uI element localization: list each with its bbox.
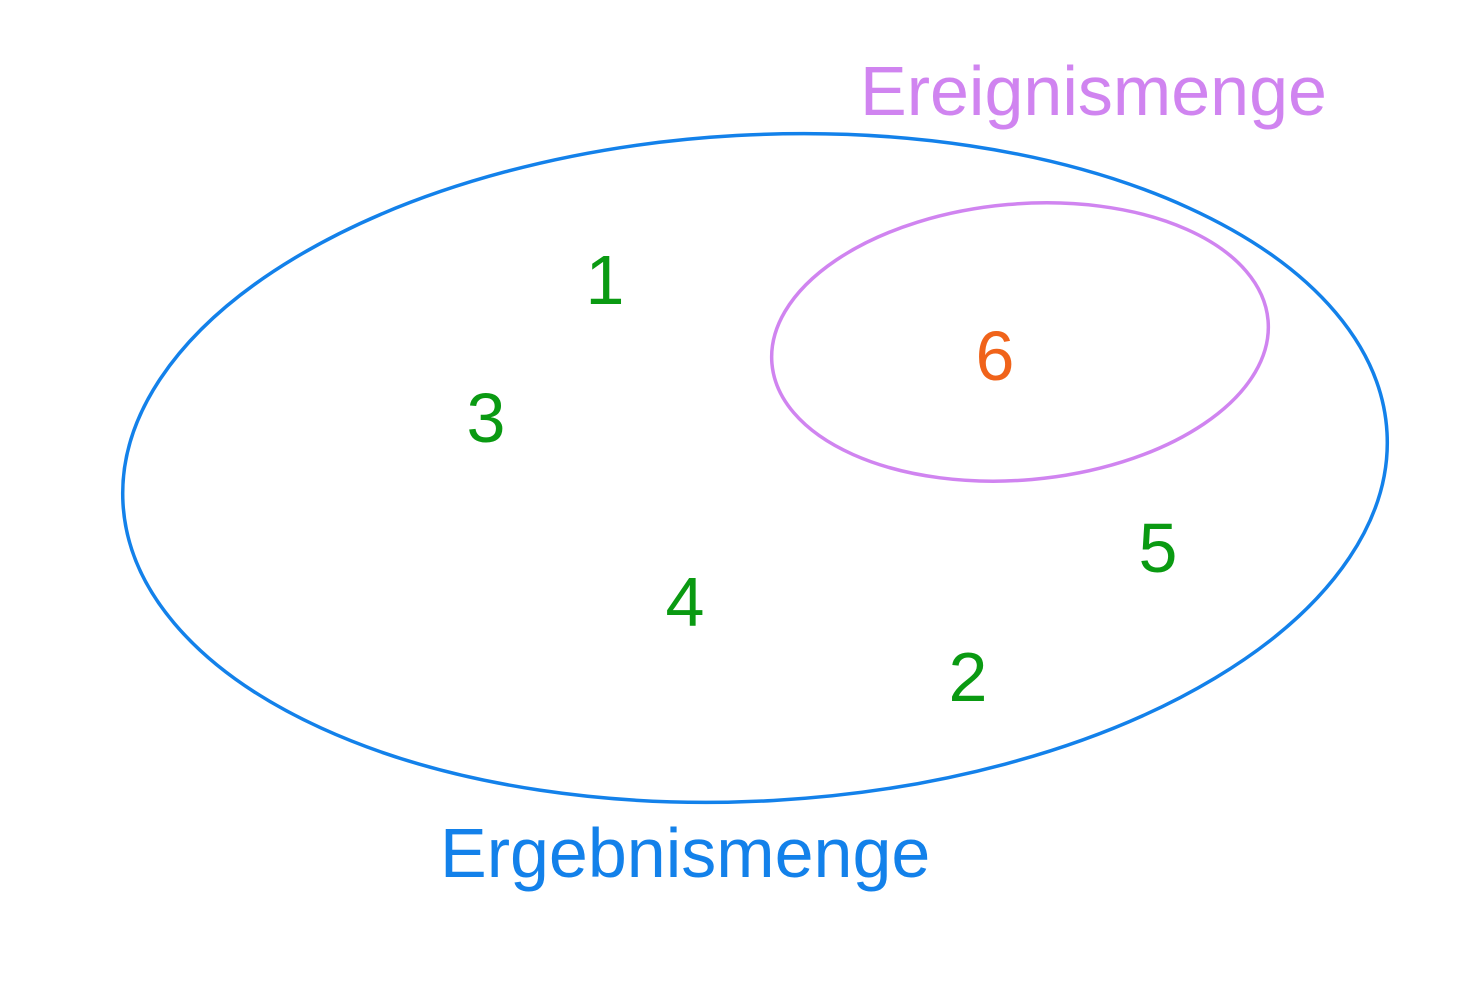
event-set-ellipse bbox=[769, 201, 1271, 483]
outcome-set-ellipse bbox=[120, 131, 1390, 805]
outcome-element: 5 bbox=[1139, 509, 1178, 587]
outcome-element: 2 bbox=[949, 638, 988, 716]
outcome-element: 4 bbox=[666, 563, 705, 641]
outcome-element: 1 bbox=[586, 241, 625, 319]
event-element: 6 bbox=[976, 317, 1015, 395]
outcome-element: 3 bbox=[467, 379, 506, 457]
event-set-label: Ereignismenge bbox=[860, 52, 1327, 130]
outcome-set-label: Ergebnismenge bbox=[440, 814, 930, 892]
